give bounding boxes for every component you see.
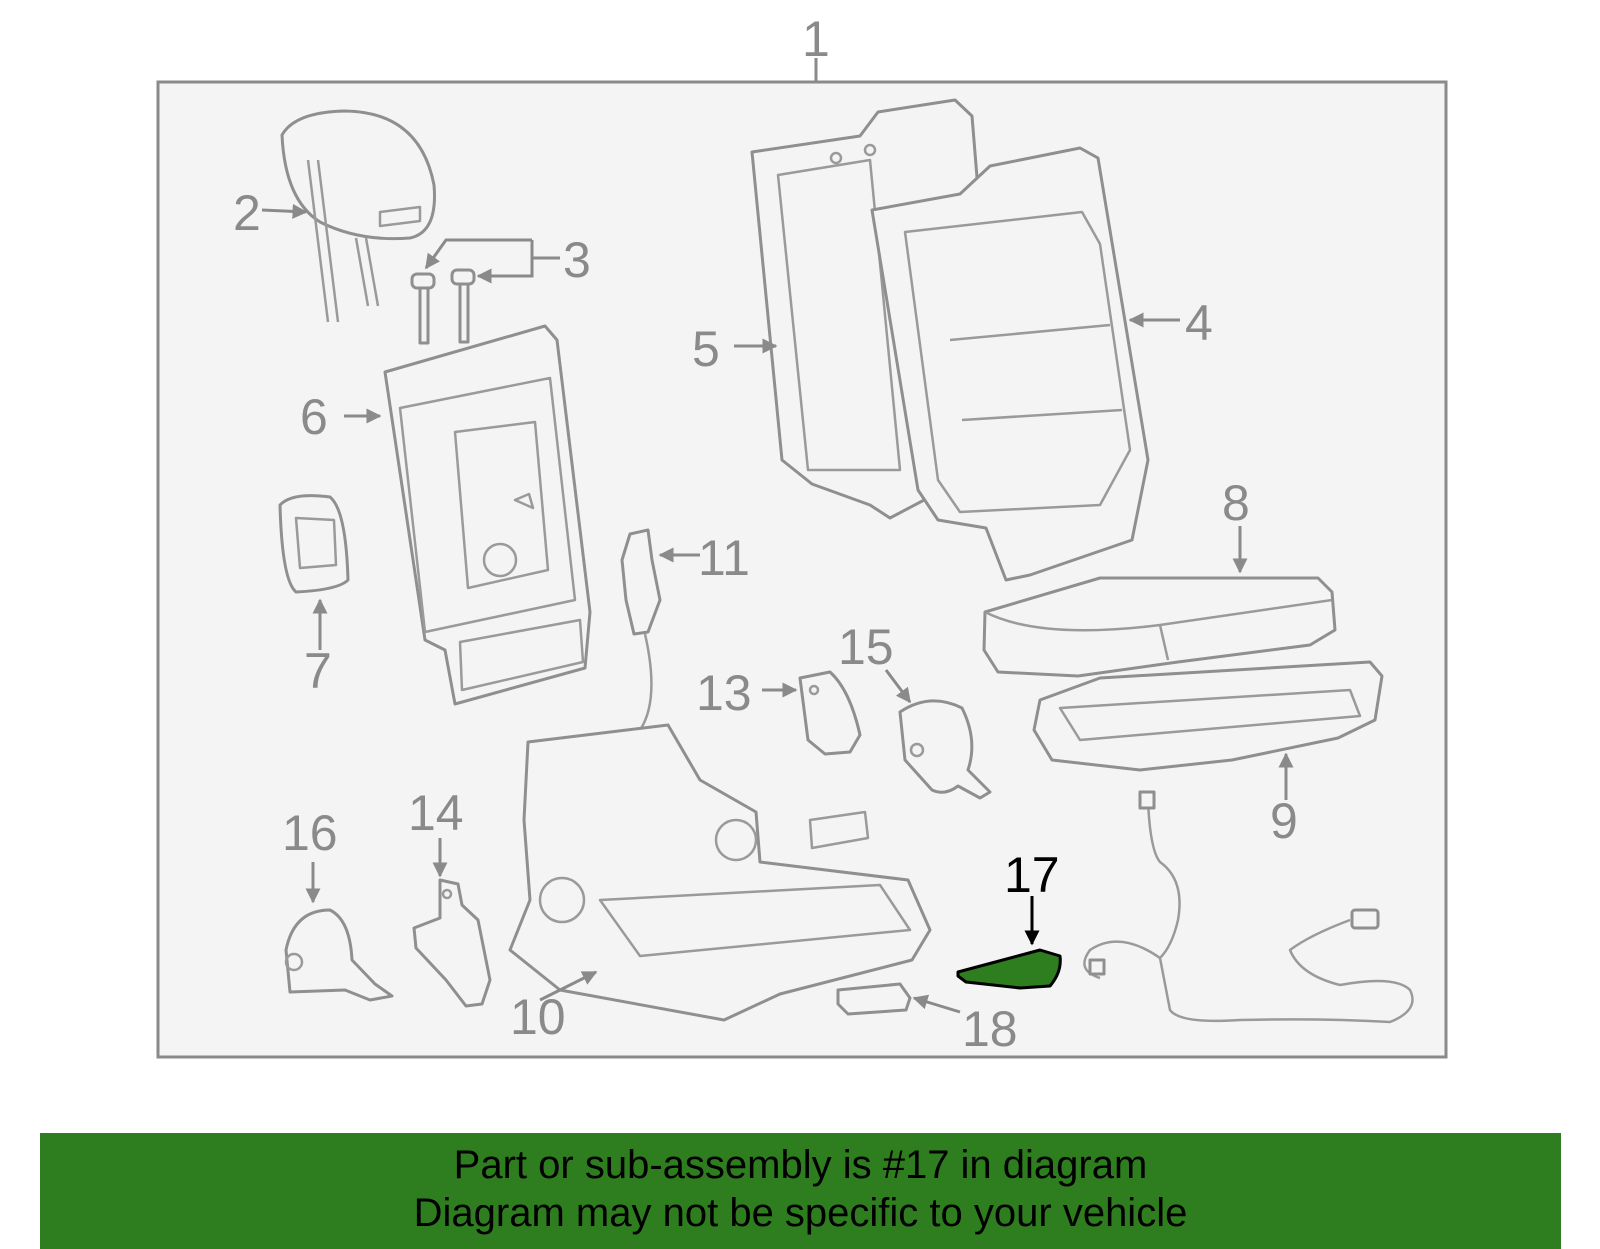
callout-6: 6	[300, 389, 328, 445]
callout-13: 13	[696, 665, 752, 721]
callout-4: 4	[1185, 295, 1213, 351]
callout-14: 14	[408, 785, 464, 841]
callout-15: 15	[838, 619, 894, 675]
bezel-part-7	[278, 494, 350, 594]
bracket-part-14	[412, 878, 492, 1008]
cover-part-15	[898, 699, 992, 800]
callout-3: 3	[563, 232, 591, 288]
banner-line-1: Part or sub-assembly is #17 in diagram	[453, 1143, 1148, 1187]
callout-11: 11	[698, 530, 750, 586]
callout-16: 16	[282, 805, 338, 861]
parts-diagram: 1 2 3 6 7	[156, 11, 1448, 1059]
callout-18: 18	[962, 1001, 1018, 1057]
cover-part-16	[284, 908, 394, 1002]
back-cushion-part-4	[870, 146, 1150, 582]
banner-line-2: Diagram may not be specific to your vehi…	[413, 1191, 1188, 1235]
callout-8: 8	[1222, 475, 1250, 531]
callout-1: 1	[802, 11, 830, 67]
highlighted-part-17	[956, 948, 1062, 990]
callout-7: 7	[304, 643, 332, 699]
seat-frame-part-10	[508, 723, 932, 1022]
wiring-harness	[1083, 790, 1414, 1024]
callout-2: 2	[233, 185, 261, 241]
headrest-part-2	[280, 109, 436, 323]
seat-pad-part-9	[1032, 660, 1384, 772]
cover-plate-part-18	[836, 982, 912, 1016]
seat-cushion-part-8	[982, 576, 1337, 678]
info-banner: Part or sub-assembly is #17 in diagram D…	[40, 1133, 1561, 1249]
callout-10: 10	[510, 989, 566, 1045]
callout-17: 17	[1004, 847, 1060, 903]
trim-panel-part-13	[798, 670, 862, 756]
headrest-guides-part-3	[410, 268, 476, 345]
recliner-motor-part-11	[620, 528, 662, 731]
seat-back-frame-part-6	[383, 324, 592, 706]
callout-5: 5	[692, 321, 720, 377]
callout-9: 9	[1270, 793, 1298, 849]
